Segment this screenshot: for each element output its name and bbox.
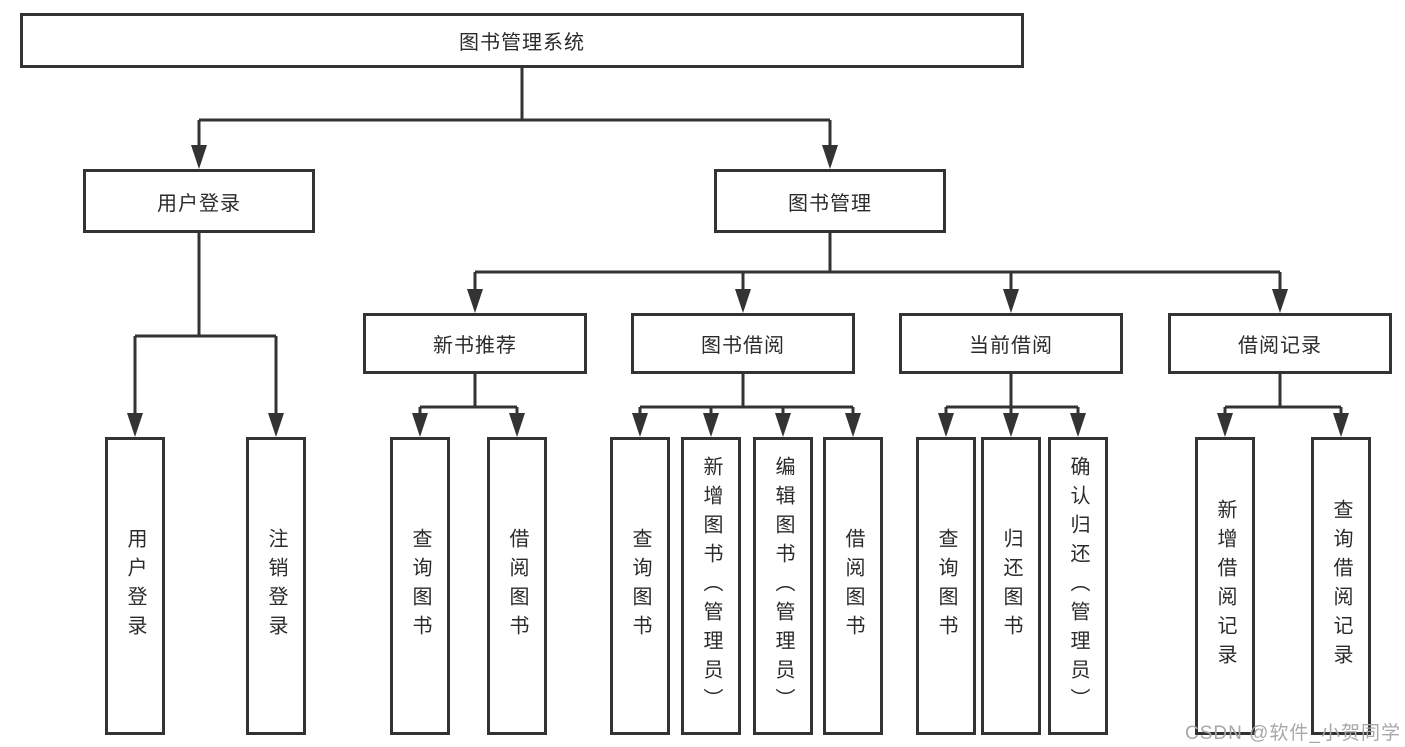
node-label: 查询图书 [629, 528, 651, 644]
arrow-down-icons [127, 145, 1349, 437]
node-label: 新增借阅记录 [1214, 499, 1236, 673]
arrow-down-icon [412, 413, 428, 437]
arrow-down-icon [822, 145, 838, 169]
arrow-down-icon [1333, 413, 1349, 437]
node-current-borrow: 当前借阅 [899, 313, 1123, 374]
arrow-down-icon [1003, 413, 1019, 437]
arrow-down-icon [735, 289, 751, 313]
node-label: 借阅图书 [842, 528, 864, 644]
leaf-user-login: 用户登录 [105, 437, 165, 735]
node-label: 用户登录 [124, 528, 146, 644]
arrow-down-icon [127, 413, 143, 437]
leaf-borrow-book: 借阅图书 [487, 437, 547, 735]
arrow-down-icon [509, 413, 525, 437]
node-label: 查询图书 [409, 528, 431, 644]
connector-root [197, 68, 832, 165]
node-label: 查询借阅记录 [1330, 499, 1352, 673]
leaf-confirm-return-admin: 确认归还（管理员） [1048, 437, 1108, 735]
node-new-book-recommend: 新书推荐 [363, 313, 587, 374]
node-label: 图书借阅 [701, 335, 785, 357]
arrow-down-icon [1272, 289, 1288, 313]
leaf-add-book-admin: 新增图书（管理员） [681, 437, 741, 735]
connector-borrow-record [1223, 374, 1343, 433]
arrow-down-icon [268, 413, 284, 437]
arrow-down-icon [845, 413, 861, 437]
arrow-down-icon [1003, 289, 1019, 313]
leaf-return-book: 归还图书 [981, 437, 1041, 735]
node-label: 图书管理系统 [459, 32, 585, 54]
leaf-add-borrow-record: 新增借阅记录 [1195, 437, 1255, 735]
leaf-query-borrow-record: 查询借阅记录 [1311, 437, 1371, 735]
node-label: 新书推荐 [433, 335, 517, 357]
leaf-edit-book-admin: 编辑图书（管理员） [753, 437, 813, 735]
node-system-root: 图书管理系统 [20, 13, 1024, 68]
connector-user-login [133, 233, 278, 433]
arrow-down-icon [938, 413, 954, 437]
arrow-down-icon [467, 289, 483, 313]
node-label: 查询图书 [935, 528, 957, 644]
connector-book-management [473, 233, 1282, 309]
arrow-down-icon [1217, 413, 1233, 437]
node-book-borrow: 图书借阅 [631, 313, 855, 374]
leaf-logout: 注销登录 [246, 437, 306, 735]
arrow-down-icon [703, 413, 719, 437]
node-user-login: 用户登录 [83, 169, 315, 233]
leaf-query-book: 查询图书 [916, 437, 976, 735]
node-label: 借阅图书 [506, 528, 528, 644]
arrow-down-icon [1070, 413, 1086, 437]
node-label: 归还图书 [1000, 528, 1022, 644]
node-label: 编辑图书（管理员） [772, 455, 794, 717]
node-label: 确认归还（管理员） [1067, 455, 1089, 717]
arrow-down-icon [775, 413, 791, 437]
leaf-query-book: 查询图书 [390, 437, 450, 735]
node-book-management: 图书管理 [714, 169, 946, 233]
csdn-watermark: CSDN @软件_小贺同学 [1185, 723, 1401, 744]
leaf-borrow-book: 借阅图书 [823, 437, 883, 735]
node-label: 当前借阅 [969, 335, 1053, 357]
node-label: 注销登录 [265, 528, 287, 644]
arrow-down-icon [191, 145, 207, 169]
node-label: 新增图书（管理员） [700, 455, 722, 717]
connector-book-borrow [638, 374, 855, 433]
node-borrow-record: 借阅记录 [1168, 313, 1392, 374]
node-label: 图书管理 [788, 192, 872, 215]
node-label: 用户登录 [157, 192, 241, 215]
arrow-down-icon [632, 413, 648, 437]
connector-new-book [418, 374, 519, 433]
leaf-query-book: 查询图书 [610, 437, 670, 735]
node-label: 借阅记录 [1238, 335, 1322, 357]
